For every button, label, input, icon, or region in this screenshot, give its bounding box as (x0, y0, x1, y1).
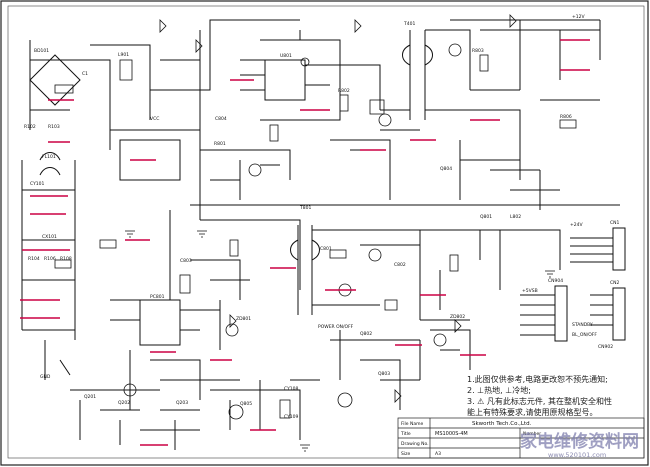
watermark-url: www.520101.com (548, 451, 606, 459)
net-gnd: GND (40, 374, 51, 380)
label-R104: R104 (28, 256, 40, 262)
label-R106: R106 (44, 256, 56, 262)
note-line: 能上有特殊要求,请使用原规格型号。 (467, 408, 598, 417)
field-file: File Name (401, 421, 423, 427)
label-CN902: CN902 (598, 344, 613, 350)
title-block-text: File Name Skworth Tech.Co.,Ltd. Title MS… (400, 421, 541, 457)
label-CY108: CY108 (284, 386, 299, 392)
net-5vsb: +5VSB (522, 288, 538, 294)
label-Q203: Q203 (176, 400, 188, 406)
value-annotations (20, 39, 590, 446)
net-power: POWER ON/OFF (318, 324, 354, 330)
label-Q201: Q201 (84, 394, 96, 400)
label-FL101: FL101 (42, 154, 56, 160)
net-stb: STANDBY (572, 322, 593, 328)
field-size: Size (401, 451, 410, 457)
label-CN1: CN1 (610, 220, 620, 226)
company-name: Skworth Tech.Co.,Ltd. (472, 421, 532, 427)
label-R803: R803 (472, 48, 484, 54)
size-value: A3 (435, 451, 441, 457)
net-labels: +12V +24V +5VSB VCC GND POWER ON/OFF BL_… (40, 14, 597, 380)
label-U801: U801 (280, 53, 292, 59)
inner-frame (7, 5, 645, 459)
watermark-text: 家电维修资料网 (520, 431, 639, 452)
label-C804: C804 (215, 116, 227, 122)
label-Q805: Q805 (240, 401, 252, 407)
net-vcc: VCC (150, 116, 159, 122)
label-Q202: Q202 (118, 400, 130, 406)
label-C1: C1 (82, 71, 88, 77)
field-title: Title (400, 431, 411, 437)
watermark: 家电维修资料网 www.520101.com (520, 431, 639, 459)
label-R103: R103 (48, 124, 60, 130)
note-line: 3. ⚠ 凡有此标志元件, 其在整机安全和性 (467, 397, 612, 406)
ground-symbols (125, 230, 555, 452)
label-CY109: CY109 (284, 414, 299, 420)
label-PC801: PC801 (150, 294, 165, 300)
label-R801: R801 (214, 141, 226, 147)
label-C801: C801 (320, 246, 332, 252)
label-T801: T801 (299, 205, 311, 211)
label-Q804: Q804 (440, 166, 452, 172)
label-R802: R802 (338, 88, 350, 94)
label-R102: R102 (24, 124, 36, 130)
title-block (397, 417, 645, 459)
label-Q802: Q802 (360, 331, 372, 337)
label-CN2: CN2 (610, 280, 620, 286)
part-labels: BD101 L901 C1 CY101 CX101 FL101 R102 R10… (24, 21, 620, 420)
label-CN904: CN904 (548, 278, 563, 284)
label-Q803: Q803 (378, 371, 390, 377)
file-value: MS1000S-4M (435, 431, 468, 437)
components (54, 14, 577, 420)
field-number: Number (523, 431, 541, 437)
note-line: 2. ⊥热地, ⊥冷地; (467, 386, 531, 395)
label-L802: L802 (510, 214, 521, 220)
label-Q801: Q801 (480, 214, 492, 220)
field-drawing: Drawing No. (401, 441, 429, 447)
label-ZD801: ZD801 (236, 316, 251, 322)
label-CY101: CY101 (30, 181, 45, 187)
wire-network (21, 19, 626, 450)
net-12v: +12V (572, 14, 585, 20)
label-ZD802: ZD802 (450, 314, 465, 320)
label-T401: T401 (403, 21, 415, 27)
notes-block: 1.此图仅供参考,电路更改恕不预先通知; 2. ⊥热地, ⊥冷地; 3. ⚠ 凡… (467, 374, 639, 418)
net-blon: BL_ON/OFF (572, 332, 597, 338)
label-BD101: BD101 (34, 48, 49, 54)
label-CX101: CX101 (42, 234, 57, 240)
label-R108: R108 (60, 256, 72, 262)
label-C802: C802 (394, 262, 406, 268)
note-line: 1.此图仅供参考,电路更改恕不预先通知; (467, 375, 608, 384)
label-R806: R806 (560, 114, 572, 120)
label-L901: L901 (118, 52, 129, 58)
net-24v: +24V (570, 222, 583, 228)
label-C803: C803 (180, 258, 192, 264)
